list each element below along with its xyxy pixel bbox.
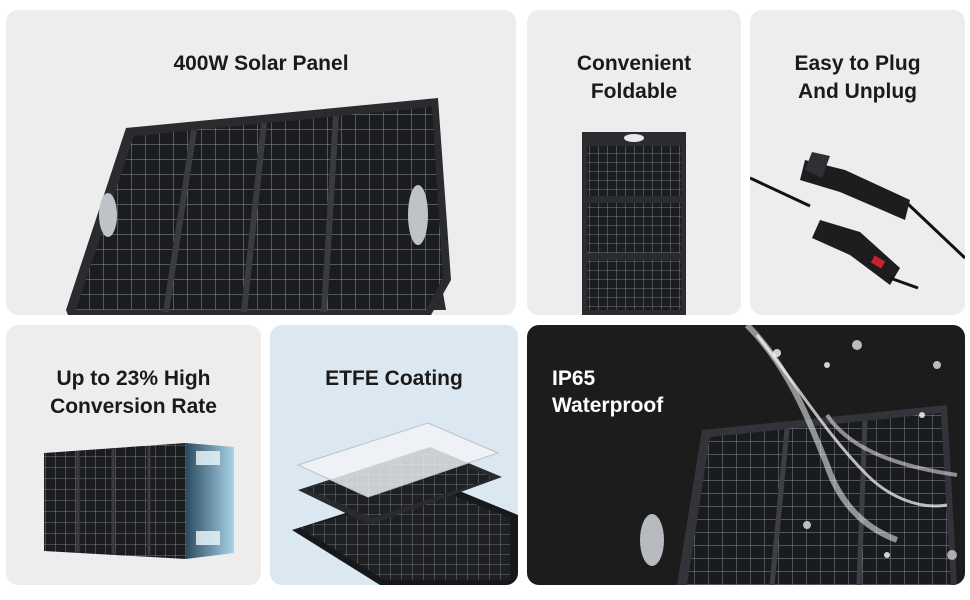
etfe-layers-image	[292, 422, 518, 585]
plug-tile: Easy to Plug And Unplug	[750, 10, 965, 315]
coating-tile: ETFE Coating	[270, 325, 518, 585]
conversion-title-line2: Conversion Rate	[50, 395, 217, 418]
solar-panel-tile: 400W Solar Panel	[6, 10, 516, 315]
connector-image	[750, 152, 965, 290]
foldable-tile: Convenient Foldable	[527, 10, 741, 315]
waterproof-title-line2: Waterproof	[552, 394, 664, 417]
solar-panel-title: 400W Solar Panel	[173, 52, 349, 75]
plug-title-line1: Easy to Plug	[794, 52, 921, 75]
waterproof-panel-image	[640, 325, 958, 585]
plug-title-line2: And Unplug	[798, 80, 917, 103]
conversion-panel-image	[44, 443, 234, 559]
conversion-tile: Up to 23% High Conversion Rate	[6, 325, 261, 585]
foldable-title-line1: Convenient	[576, 52, 692, 75]
waterproof-tile: IP65 Waterproof	[527, 325, 965, 585]
folded-panel-image	[582, 132, 686, 315]
coating-title: ETFE Coating	[325, 367, 463, 390]
conversion-title-line1: Up to 23% High	[56, 367, 211, 390]
foldable-title-line2: Foldable	[590, 80, 678, 103]
waterproof-title-line1: IP65	[552, 367, 596, 390]
solar-panel-image	[66, 98, 451, 315]
